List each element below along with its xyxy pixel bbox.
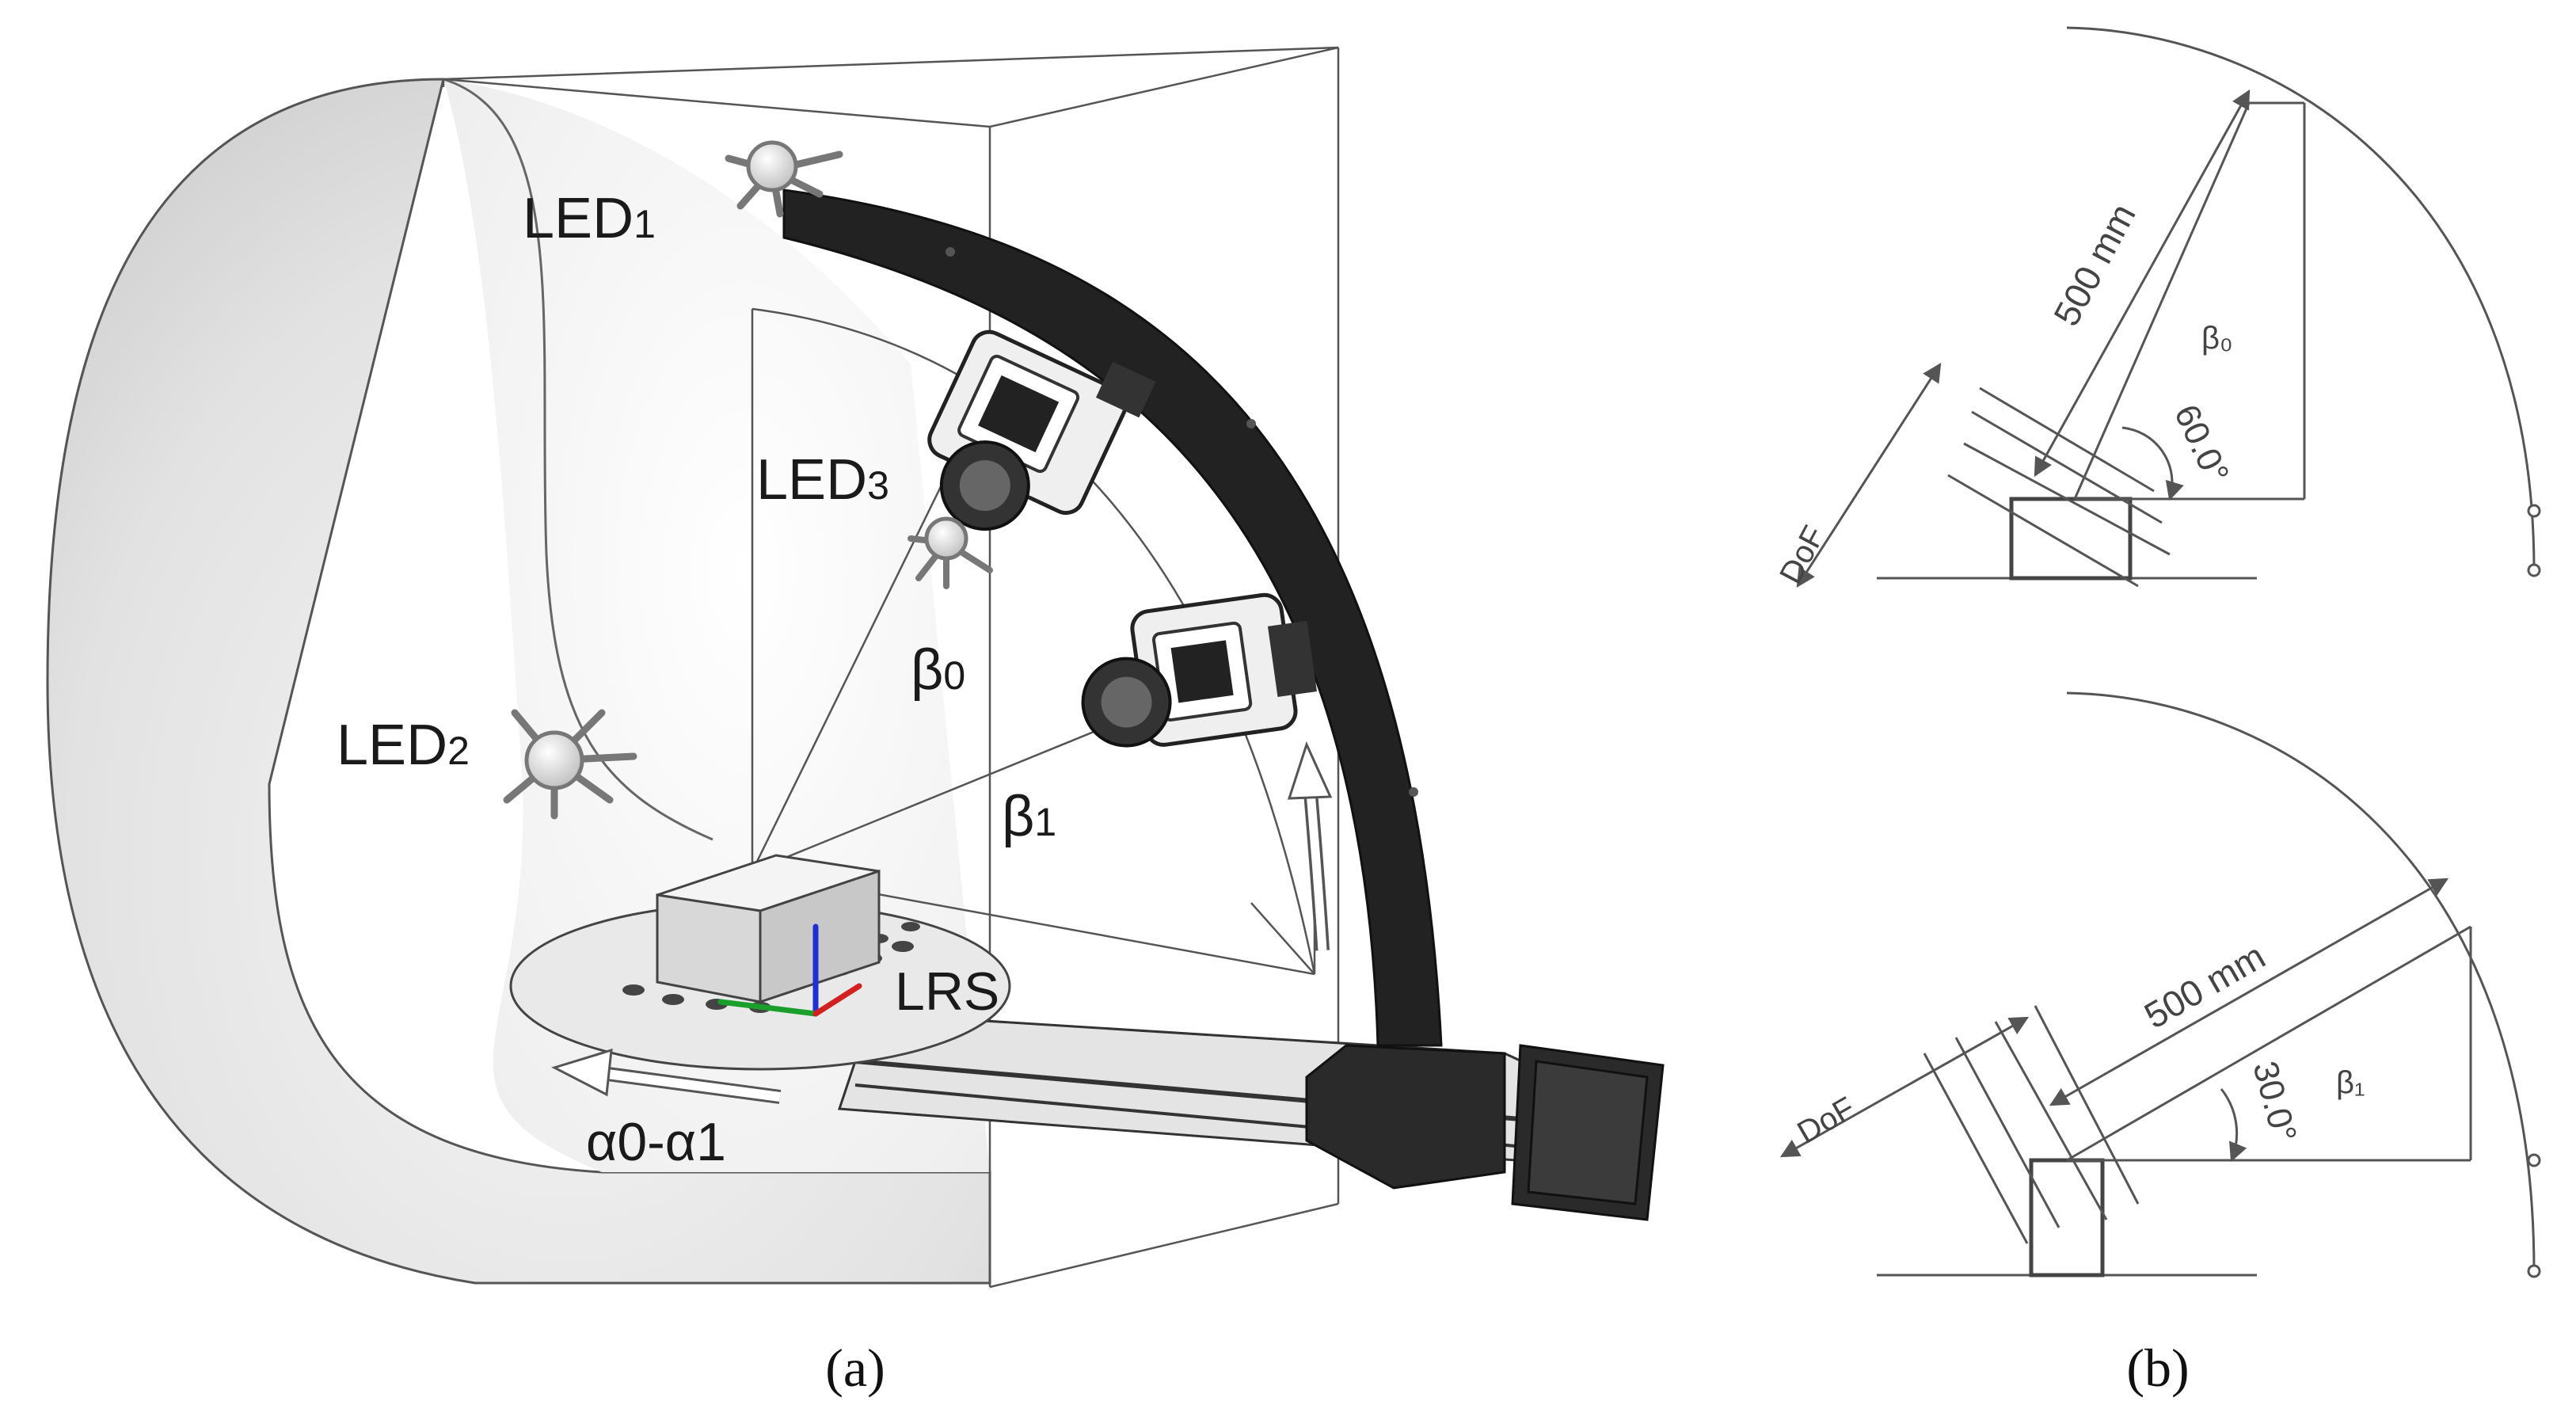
caption-b: (b) — [2126, 1338, 2189, 1398]
led-3-icon — [907, 516, 993, 589]
arc-bottom — [2066, 691, 2536, 1272]
top-angle-label: 60.0° — [2167, 399, 2236, 489]
bottom-angle-label: 30.0° — [2245, 1057, 2304, 1146]
led-3-label: LED3 — [756, 448, 889, 512]
lrs-label: LRS — [895, 961, 999, 1022]
lrs-axes — [717, 923, 862, 1017]
scanned-object — [656, 854, 881, 1004]
arm-base — [1305, 1044, 1665, 1221]
bottom-beta-label: β₁ — [2336, 1065, 2365, 1100]
led-2-label: LED2 — [337, 714, 470, 777]
led-1-label: LED1 — [523, 187, 656, 250]
beta-0-label: β0 — [911, 638, 965, 702]
top-beta-label: β₀ — [2201, 321, 2233, 356]
drum-inner-edge — [443, 78, 713, 841]
camera-upper — [927, 329, 1156, 531]
top-distance-label: 500 mm — [2045, 197, 2144, 333]
camera-arc-arm — [782, 188, 1443, 1047]
alpha-range-label: α0-α1 — [586, 1112, 726, 1172]
diagram-top — [1796, 26, 2541, 588]
arc-top — [2066, 26, 2536, 571]
arm-holes — [946, 247, 1418, 797]
led-2-icon — [503, 709, 637, 820]
bottom-dof-label: DoF — [1792, 1091, 1861, 1151]
elevation-arrow — [1287, 741, 1333, 951]
panel-a-illustration: LED1 LED2 LED3 β0 β1 LRS α0-α1 (a) — [46, 46, 1665, 1398]
beta-1-label: β1 — [1002, 785, 1056, 848]
caption-a: (a) — [825, 1338, 885, 1398]
object-bottom — [2029, 1158, 2105, 1277]
panel-b-diagrams: 500 mm 60.0° β₀ DoF 500 mm 30.0° β₁ DoF … — [1773, 26, 2541, 1398]
diagram-bottom — [1779, 691, 2541, 1278]
camera-lower — [1081, 592, 1318, 748]
rotation-arrow — [551, 1048, 782, 1104]
bottom-distance-label: 500 mm — [2137, 935, 2272, 1037]
top-dof-label: DoF — [1773, 520, 1832, 589]
led-1-icon — [725, 140, 843, 218]
drum-outer — [46, 78, 991, 1285]
object-top — [2009, 497, 2133, 581]
